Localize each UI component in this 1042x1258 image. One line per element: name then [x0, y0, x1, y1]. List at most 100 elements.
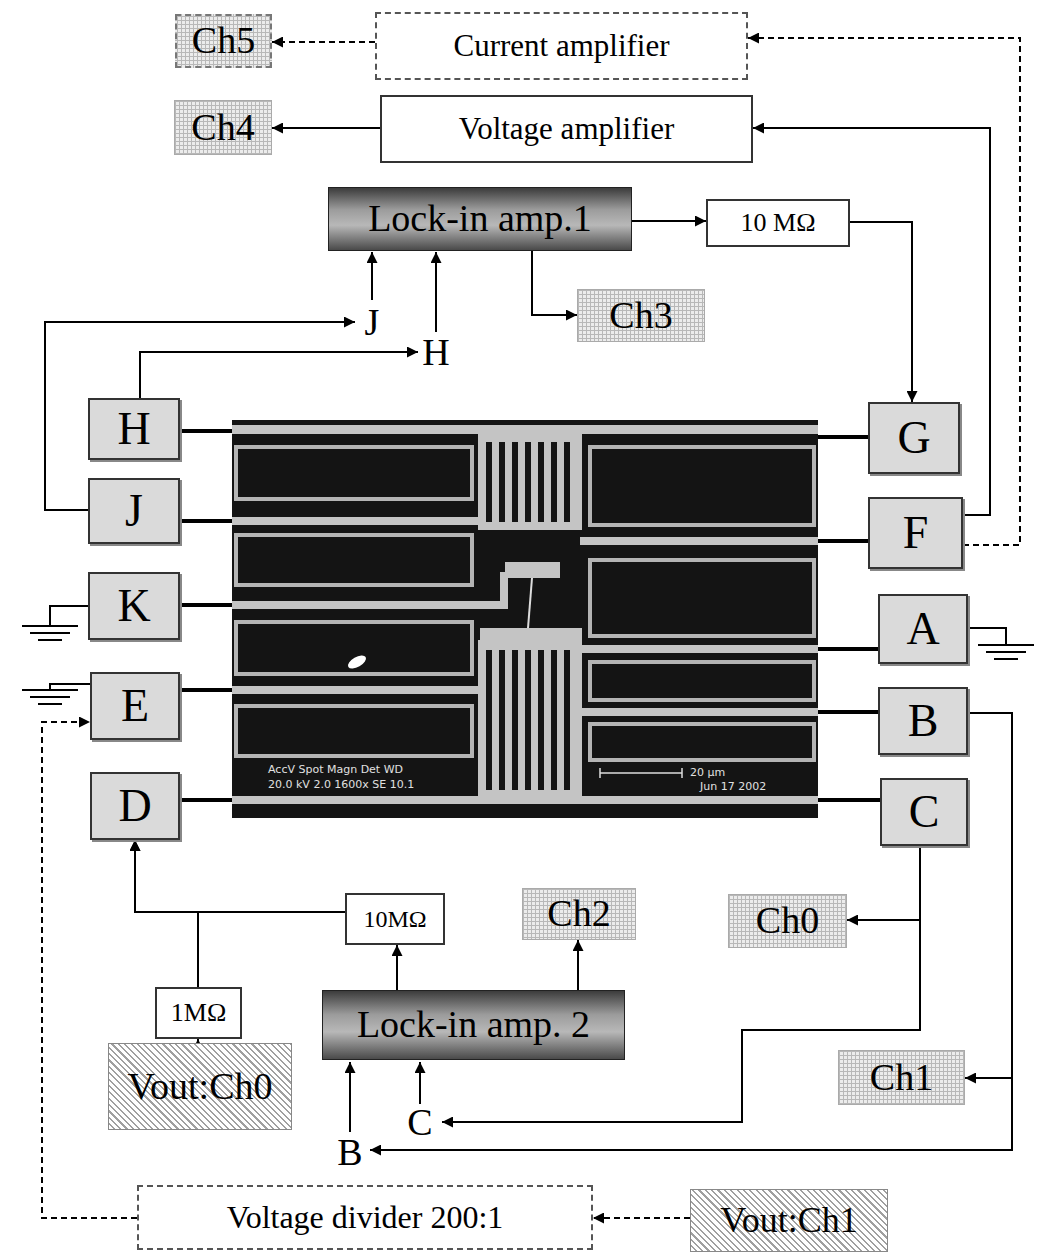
box-label: K — [117, 581, 150, 632]
scale-bar — [600, 772, 682, 774]
box-label: Ch1 — [870, 1057, 933, 1099]
slot — [538, 650, 544, 790]
sem-particle — [346, 653, 368, 672]
sem-trace — [580, 645, 818, 653]
sem-trace — [232, 517, 482, 525]
contact-pad-box: A — [878, 594, 968, 664]
sem-trace — [232, 686, 480, 694]
sem-image — [232, 420, 818, 818]
box-label: Voltage divider 200:1 — [227, 1200, 504, 1235]
sem-pad — [236, 535, 472, 585]
box-label: Ch2 — [547, 893, 610, 935]
scale-bar-tick — [681, 768, 683, 778]
slot — [525, 442, 531, 522]
sem-pad — [590, 662, 814, 700]
sem-trace — [232, 601, 508, 609]
contact-pad-box: F — [868, 497, 963, 569]
sem-heater-slots — [486, 442, 570, 790]
slot — [551, 442, 557, 522]
slot — [499, 650, 505, 790]
signal-connector — [847, 846, 920, 920]
box-label: 1MΩ — [171, 999, 226, 1028]
signal-connector — [272, 127, 380, 129]
wire-c-input — [419, 1062, 421, 1104]
slot — [525, 650, 531, 790]
lead-wire — [818, 539, 868, 543]
slot — [486, 442, 492, 522]
sem-pad — [590, 447, 814, 525]
slot — [551, 650, 557, 790]
signal-connector — [135, 840, 198, 987]
wire-h — [140, 352, 418, 398]
box-label: Ch5 — [192, 20, 255, 62]
box-label: Vout:Ch1 — [720, 1201, 857, 1241]
box-label: Current amplifier — [453, 29, 669, 63]
wire-j-input — [371, 252, 373, 300]
ground-symbol — [22, 684, 90, 704]
lockin-box: Lock-in amp. 2 — [322, 990, 625, 1060]
signal-connector — [850, 222, 912, 402]
box-label: Lock-in amp. 2 — [357, 1004, 590, 1046]
channel-box: Ch0 — [728, 894, 847, 948]
box-label: Ch4 — [191, 107, 254, 149]
channel-box: Ch5 — [175, 14, 272, 68]
scale-label: 20 µm — [690, 767, 725, 778]
ground-symbol — [22, 606, 88, 640]
slot — [564, 442, 570, 522]
sem-info-text: 20.0 kV 2.0 1600x SE 10.1 — [268, 779, 414, 790]
voltage-output-box: Vout:Ch1 — [690, 1189, 888, 1252]
pad-leads — [180, 431, 880, 800]
lead-wire — [818, 798, 880, 802]
contact-pad-box: B — [878, 687, 968, 755]
box-label: 10 MΩ — [741, 209, 816, 238]
sem-pad — [590, 724, 814, 760]
signal-connector — [577, 940, 579, 990]
lead-wire — [180, 798, 232, 802]
scale-bar-tick — [599, 768, 601, 778]
amplifier-box: Current amplifier — [375, 12, 748, 80]
signal-connector — [748, 38, 1020, 545]
signal-connector — [135, 840, 345, 912]
slot — [538, 442, 544, 522]
box-label: 10MΩ — [363, 906, 426, 932]
slot — [486, 650, 492, 790]
voltage-output-box: Vout:Ch0 — [108, 1043, 292, 1130]
contact-pad-box: K — [88, 572, 180, 640]
signal-name: H — [422, 333, 449, 371]
sem-heater — [478, 434, 582, 530]
contact-pad-box: J — [88, 478, 180, 544]
signal-connector — [396, 945, 398, 990]
sem-pad — [236, 447, 472, 499]
box-label: Ch0 — [756, 900, 819, 942]
box-label: H — [117, 404, 150, 455]
sem-pad — [236, 622, 472, 674]
wire-h-input — [435, 252, 437, 332]
signal-name: B — [337, 1133, 362, 1171]
nanowire — [528, 578, 532, 628]
signal-connector — [593, 1217, 690, 1219]
box-label: A — [906, 604, 939, 655]
signal-name: C — [407, 1103, 432, 1141]
lead-wire — [180, 603, 232, 607]
signal-connector — [532, 251, 577, 315]
signal-connector — [753, 128, 990, 515]
contact-pad-box: C — [880, 778, 968, 846]
box-label: E — [121, 681, 149, 732]
slot — [499, 442, 505, 522]
sem-pad — [236, 706, 472, 756]
contact-pad-box: G — [868, 402, 960, 474]
box-label: Lock-in amp.1 — [368, 198, 592, 240]
sem-info-text: AccV Spot Magn Det WD — [268, 764, 403, 775]
signal-connector — [632, 220, 706, 222]
box-label: Vout:Ch0 — [127, 1066, 272, 1108]
signal-connector — [965, 713, 1012, 1078]
sem-pad — [590, 560, 814, 636]
slot — [512, 442, 518, 522]
channel-box: Ch2 — [522, 888, 636, 940]
signal-connector — [272, 41, 375, 43]
resistor-box: 10MΩ — [345, 893, 445, 945]
contact-pad-box: H — [88, 398, 180, 460]
box-label: G — [897, 413, 930, 464]
slot — [564, 650, 570, 790]
box-label: C — [909, 787, 940, 838]
